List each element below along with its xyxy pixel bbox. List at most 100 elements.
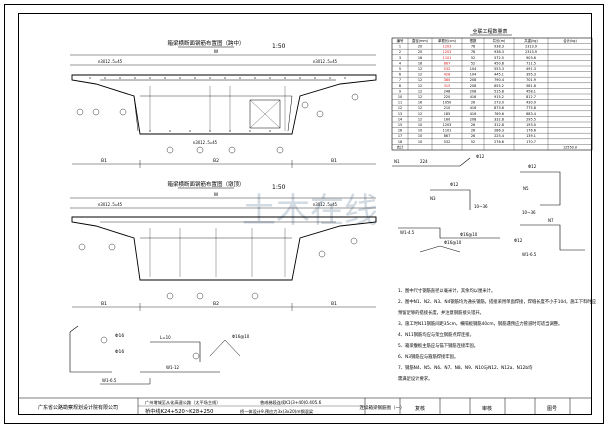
table-cell: 711.5 <box>526 61 536 65</box>
note-line: 1、图中尺寸钢筋直径以毫米计，其余均以厘米计。 <box>398 287 495 294</box>
table-cell: 104 <box>470 73 476 77</box>
table-cell: 26 <box>471 134 475 138</box>
table-cell: 2 <box>399 50 401 54</box>
table-cell: 9 <box>399 89 401 93</box>
section1-bottom-b1-right: B1 <box>331 158 337 164</box>
table-cell: 12 <box>418 67 422 71</box>
table-cell: 655.2 <box>494 84 504 88</box>
section1-view: 箱梁横断面钢筋布置图（跨中） 1:50 W n3X12.5=45 n3X12.5… <box>70 39 377 168</box>
table-cell: 5 <box>399 67 401 71</box>
table-cell: 15 <box>398 123 402 127</box>
detail2-n: N3 <box>430 196 436 201</box>
table-cell: 572.5 <box>494 56 504 60</box>
table-cell: 532 <box>444 67 450 71</box>
table-cell: 12 <box>398 106 402 110</box>
checker-label: 审核 <box>482 405 492 412</box>
table-cell: 1203 <box>443 123 452 127</box>
table-cell: 430.9 <box>526 101 536 105</box>
section2-scale: 1:50 <box>272 184 286 191</box>
table-header-cell: 单根长(cm) <box>438 38 457 43</box>
section1-callouts <box>76 93 359 154</box>
table-cell: 903.6 <box>526 56 536 60</box>
table-cell: 428 <box>444 73 450 77</box>
detail5-n: N7 <box>548 218 554 223</box>
table-cell: 185 <box>444 112 450 116</box>
detail7-label-2: L=10 <box>160 335 171 340</box>
section2-dim-top-left: n3X12.5=45 <box>98 202 123 207</box>
section1-bottom-dim: n3X12.5=45 <box>193 140 218 145</box>
table-cell: 26 <box>471 101 475 105</box>
table-cell: 683.4 <box>526 112 536 116</box>
detail3-dia: Φ12 <box>528 164 537 169</box>
table-cell: 12 <box>418 95 422 99</box>
table-cell: 248 <box>444 89 450 93</box>
table-cell: 52 <box>471 61 475 65</box>
section1-girder-outline <box>71 74 377 135</box>
notes-block: 1、图中尺寸钢筋直径以毫米计，其余均以厘米计。2、图中N1、N2、N3、N4钢筋… <box>398 287 597 382</box>
sheet-outer-border <box>4 4 604 424</box>
table-cell: 12 <box>418 89 422 93</box>
company-name: 广东省公路勘察规划设计院有限公司 <box>38 404 118 411</box>
project-line-2: 桥中线K24+520~K28+250 <box>145 407 213 415</box>
table-cell: 332.8 <box>494 117 504 121</box>
table-cell: 395.3 <box>526 73 536 77</box>
section1-w-label: W <box>214 49 219 55</box>
table-cell: 16 <box>398 129 402 133</box>
sheet-no-label: 图号 <box>547 406 557 412</box>
section1-dim-top-left: n3X12.5=45 <box>98 59 123 64</box>
note-line: 6、N3钢筋应与箍筋焊接牢固。 <box>398 353 458 360</box>
table-cell: 170.7 <box>526 140 536 144</box>
table-cell: 26 <box>471 129 475 133</box>
table-cell: 208 <box>470 89 476 93</box>
note-line: 3、施工时N11钢筋间距35cm，横隔板钢筋40cm，钢筋遇预应力管道时可适当调… <box>398 320 562 327</box>
table-cell: 938.3 <box>494 45 504 49</box>
table-cell: 1101 <box>443 56 452 60</box>
table-cell: 78 <box>471 45 475 49</box>
table-cell: 11 <box>398 101 402 105</box>
table-cell: 104 <box>470 67 476 71</box>
project-line-1: 广州增城至从化高速公路（太平场主线） <box>145 399 220 406</box>
table-cell: 581.8 <box>526 84 536 88</box>
table-cell: 7 <box>399 78 401 82</box>
table-cell: 273.0 <box>494 101 504 105</box>
table-cell: 416 <box>470 112 476 116</box>
detail6-dia: Φ12 <box>514 238 523 243</box>
table-cell: 12 <box>418 112 422 116</box>
table-cell: 416 <box>470 106 476 110</box>
detail7-label-4: W1-6.5 <box>102 378 117 383</box>
table-cell: 491.3 <box>526 67 536 71</box>
table-cell: 16 <box>418 101 422 105</box>
table-cell: 16 <box>418 61 422 65</box>
detail1-dia: Φ12 <box>476 154 485 159</box>
table-cell: 312.8 <box>494 123 504 127</box>
section1-dim-top-right: n3X12.5=45 <box>313 59 338 64</box>
designer-label: 复核 <box>415 405 425 412</box>
table-cell: 4 <box>399 61 401 65</box>
table-cell: 225.4 <box>494 134 504 138</box>
section1-scale: 1:50 <box>272 43 286 50</box>
detail5-w: W1-6.5 <box>522 252 537 257</box>
table-cell: 78 <box>471 50 475 54</box>
detail2-dia: Φ12 <box>450 182 459 187</box>
table-cell: 1203 <box>443 50 452 54</box>
table-header-cell: 合计(kg) <box>563 38 577 43</box>
table-cell: 315 <box>444 84 450 88</box>
table-cell: 775.8 <box>526 106 536 110</box>
detail4-spacing: Φ16@10 <box>460 232 478 237</box>
table-cell: 12 <box>418 106 422 110</box>
table-cell: 276.6 <box>494 140 504 144</box>
table-cell: 938.3 <box>494 50 504 54</box>
table-cell: 450.8 <box>494 61 504 65</box>
detail7-label-3: W1-12 <box>166 365 179 370</box>
detail1-len: 224 <box>420 159 428 164</box>
section1-rebar-dots <box>89 77 346 132</box>
table-cell: 416 <box>470 95 476 99</box>
project-line-3: 曾咸梯段连续K1(3+40)0.405.6 <box>260 399 322 406</box>
title-block: 广东省公路勘察规划设计院有限公司 广州增城至从化高速公路（太平场主线） 曾咸梯段… <box>18 397 592 415</box>
section2-title: 箱梁横断面钢筋布置图（墩顶） <box>167 180 244 188</box>
section1-bottom-b1-left: B1 <box>101 158 107 164</box>
table-cell: 20 <box>418 50 422 54</box>
table-cell: 10 <box>418 129 422 133</box>
table-cell: 1101 <box>443 129 452 133</box>
